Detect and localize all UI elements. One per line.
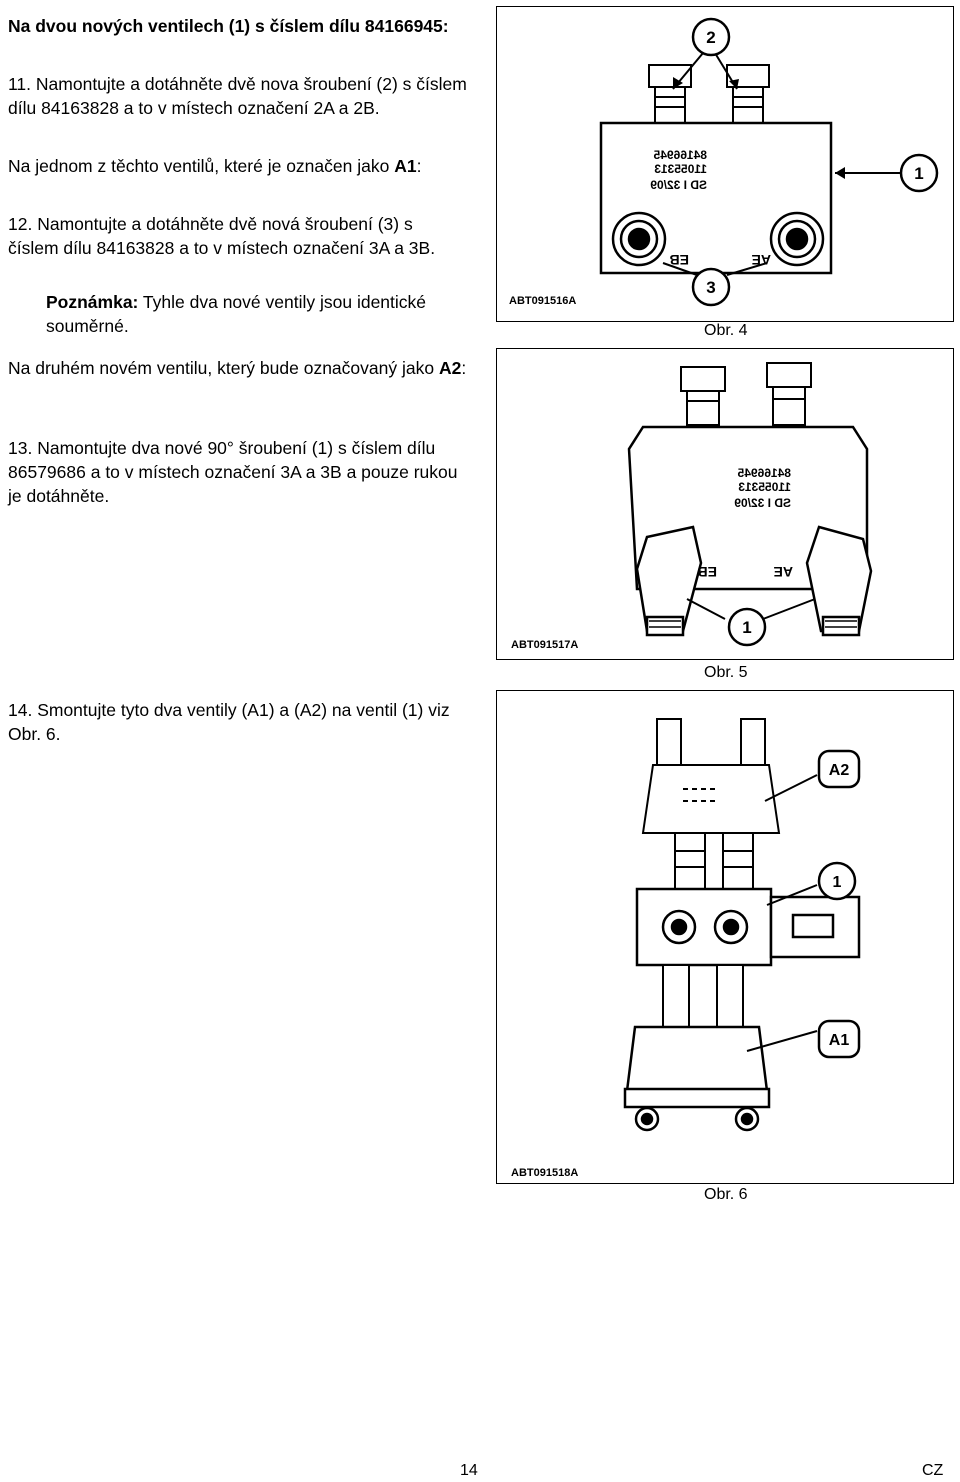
fig6-callout-a1: A1 bbox=[829, 1032, 850, 1049]
step-12-number: 12. bbox=[8, 214, 33, 234]
page-number: 14 bbox=[460, 1462, 478, 1479]
fig4-callout-1: 1 bbox=[914, 164, 923, 183]
a2-label: A2 bbox=[438, 358, 462, 378]
step-13-number: 13. bbox=[8, 438, 33, 458]
fig4-callout-3: 3 bbox=[706, 278, 715, 297]
a2-intro-text: Na druhém novém ventilu, který bude ozna… bbox=[8, 356, 468, 380]
a2-intro-post: : bbox=[461, 358, 467, 378]
step-12: 12. Namontujte a dotáhněte dvě nová šrou… bbox=[8, 212, 468, 260]
a1-intro-pre: Na jednom z těchto ventilů, které je ozn… bbox=[8, 156, 395, 176]
note-body: Tyhle dva nové ventily jsou identické so… bbox=[46, 292, 427, 336]
a1-intro-post: : bbox=[416, 156, 422, 176]
fig5-caption: Obr. 5 bbox=[704, 664, 748, 681]
note-label: Poznámka: bbox=[46, 292, 139, 312]
a1-intro: Na jednom z těchto ventilů, které je ozn… bbox=[8, 154, 468, 178]
note-text: Poznámka: Tyhle dva nové ventily jsou id… bbox=[46, 290, 468, 338]
fig5-port-eb: EB bbox=[698, 564, 717, 580]
fig6-callout-a2: A2 bbox=[829, 762, 850, 779]
a2-intro-pre: Na druhém novém ventilu, který bude ozna… bbox=[8, 358, 439, 378]
fig5-stamp-3: SD I 32/09 bbox=[734, 496, 791, 510]
intro-heading-text: Na dvou nových ventilech (1) s číslem dí… bbox=[8, 16, 449, 36]
step-11-text: 11. Namontujte a dotáhněte dvě nova šrou… bbox=[8, 72, 468, 120]
step-13-text: 13. Namontujte dva nové 90° šroubení (1)… bbox=[8, 436, 468, 508]
fig4-code: ABT091516A bbox=[509, 295, 577, 307]
intro-heading: Na dvou nových ventilech (1) s číslem dí… bbox=[8, 14, 468, 38]
fig4-stamp-3: SD I 32/09 bbox=[650, 178, 707, 192]
figure-6: A2 1 A1 ABT091518A bbox=[496, 690, 954, 1184]
step-11: 11. Namontujte a dotáhněte dvě nova šrou… bbox=[8, 72, 468, 120]
figure-4: 84166945 11055313 SD I 32/09 EB AE bbox=[496, 6, 954, 322]
fig6-caption: Obr. 6 bbox=[704, 1186, 748, 1203]
fig5-stamp-1: 84166945 bbox=[737, 466, 791, 480]
fig4-caption: Obr. 4 bbox=[704, 322, 748, 339]
step-14-text: 14. Smontujte tyto dva ventily (A1) a (A… bbox=[8, 698, 468, 746]
step-14: 14. Smontujte tyto dva ventily (A1) a (A… bbox=[8, 698, 468, 746]
fig4-stamp-1: 84166945 bbox=[653, 148, 707, 162]
figure-4-illustration: 84166945 11055313 SD I 32/09 EB AE bbox=[599, 17, 939, 307]
fig5-port-ae: AE bbox=[774, 564, 793, 580]
step-11-body: Namontujte a dotáhněte dvě nova šroubení… bbox=[8, 74, 467, 118]
figure-5: 84166945 11055313 SD I 32/09 EB AE 1 ABT… bbox=[496, 348, 954, 660]
figure-5-illustration: 84166945 11055313 SD I 32/09 EB AE 1 bbox=[627, 362, 873, 647]
fig6-callout-1: 1 bbox=[833, 874, 842, 891]
step-14-number: 14. bbox=[8, 700, 33, 720]
fig4-stamp-2: 11055313 bbox=[654, 162, 707, 176]
fig6-code: ABT091518A bbox=[511, 1167, 579, 1179]
figure-6-illustration: A2 1 A1 bbox=[623, 718, 861, 1132]
fig5-callout-1: 1 bbox=[742, 618, 751, 637]
step-14-body: Smontujte tyto dva ventily (A1) a (A2) n… bbox=[8, 700, 450, 744]
language-code: CZ bbox=[922, 1462, 944, 1479]
step-12-text: 12. Namontujte a dotáhněte dvě nová šrou… bbox=[8, 212, 468, 260]
a1-intro-text: Na jednom z těchto ventilů, které je ozn… bbox=[8, 154, 468, 178]
fig5-stamp-2: 11055313 bbox=[738, 480, 791, 494]
step-13: 13. Namontujte dva nové 90° šroubení (1)… bbox=[8, 436, 468, 508]
step-13-body: Namontujte dva nové 90° šroubení (1) s č… bbox=[8, 438, 458, 506]
step-12-body: Namontujte a dotáhněte dvě nová šroubení… bbox=[8, 214, 436, 258]
fig4-callout-2: 2 bbox=[706, 28, 715, 47]
step-11-number: 11. bbox=[8, 74, 32, 94]
a2-intro: Na druhém novém ventilu, který bude ozna… bbox=[8, 356, 468, 380]
fig4-port-eb: EB bbox=[670, 252, 689, 268]
fig5-code: ABT091517A bbox=[511, 639, 579, 651]
a1-label: A1 bbox=[394, 156, 417, 176]
note: Poznámka: Tyhle dva nové ventily jsou id… bbox=[46, 290, 468, 338]
